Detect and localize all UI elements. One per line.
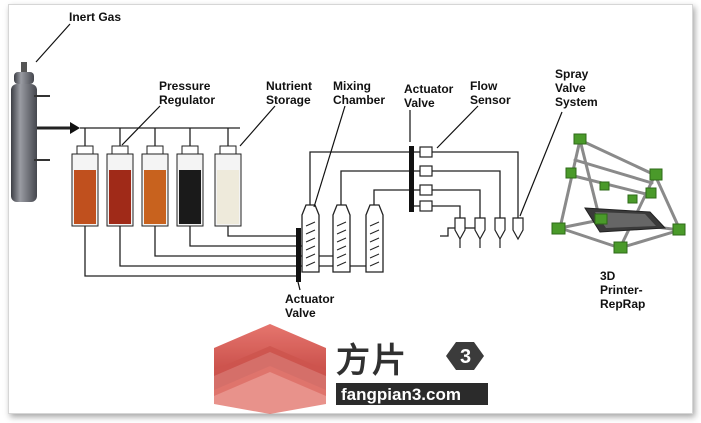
storage-contents [109, 170, 131, 224]
mixing-chamber [301, 204, 320, 273]
label-mixing-chamber: Mixing Chamber [333, 79, 385, 107]
spray-valves [454, 217, 524, 248]
label-spray-valve-system: Spray Valve System [555, 67, 598, 109]
mixer-coil [305, 261, 316, 267]
storage-cap [76, 145, 94, 155]
mixer-coil [369, 261, 380, 267]
mixer-coil [305, 229, 316, 235]
storage-cap [219, 145, 237, 155]
mixer-coil [369, 237, 380, 243]
mixer-coil [305, 253, 316, 259]
mixer-coil [369, 245, 380, 251]
watermark-chinese-text: 方片 [336, 342, 408, 380]
nutrient-storage-containers [71, 145, 242, 227]
label-flow-sensor: Flow Sensor [470, 79, 511, 107]
storage-contents [74, 170, 96, 224]
label-actuator-valve-bottom: Actuator Valve [285, 292, 338, 320]
mixer-coil [336, 261, 347, 267]
storage-contents [179, 170, 201, 224]
mixing-chamber [365, 204, 384, 273]
mixer-coil [336, 237, 347, 243]
watermark-logo-icon [214, 324, 326, 414]
mixer-coil [336, 221, 347, 227]
gas-cylinder [11, 62, 50, 202]
mixer-coil [336, 245, 347, 251]
mixer-coil [369, 229, 380, 235]
storage-cap [111, 145, 129, 155]
flow-sensors [419, 146, 433, 212]
upper-actuator-valve [409, 146, 414, 212]
mixer-coil [369, 253, 380, 259]
mixing-chamber [332, 204, 351, 273]
mixer-coil [369, 221, 380, 227]
mixer-coil [305, 221, 316, 227]
watermark: 方片 3 fangpian3.com [214, 324, 488, 414]
label-actuator-valve-top: Actuator Valve [404, 82, 457, 110]
mixer-coil [305, 245, 316, 251]
label-pointers [35, 23, 563, 291]
mixer-coil [336, 253, 347, 259]
printer-reprap-icon [551, 133, 686, 254]
mixing-chambers [301, 204, 384, 273]
lower-actuator-valve [296, 228, 301, 282]
svg-text:3: 3 [460, 346, 471, 368]
label-inert-gas: Inert Gas [69, 10, 121, 24]
watermark-url: fangpian3.com [341, 385, 461, 404]
label-nutrient-storage: Nutrient Storage [266, 79, 315, 107]
label-printer-reprap: 3D Printer- RepRap [600, 269, 646, 311]
label-pressure-regulator: Pressure Regulator [159, 79, 215, 107]
mixer-coil [305, 237, 316, 243]
pipe-network [37, 122, 519, 277]
storage-cap [181, 145, 199, 155]
storage-contents [217, 170, 239, 224]
storage-cap [146, 145, 164, 155]
watermark-badge: 3 [446, 342, 484, 370]
mixer-coil [336, 229, 347, 235]
storage-contents [144, 170, 166, 224]
